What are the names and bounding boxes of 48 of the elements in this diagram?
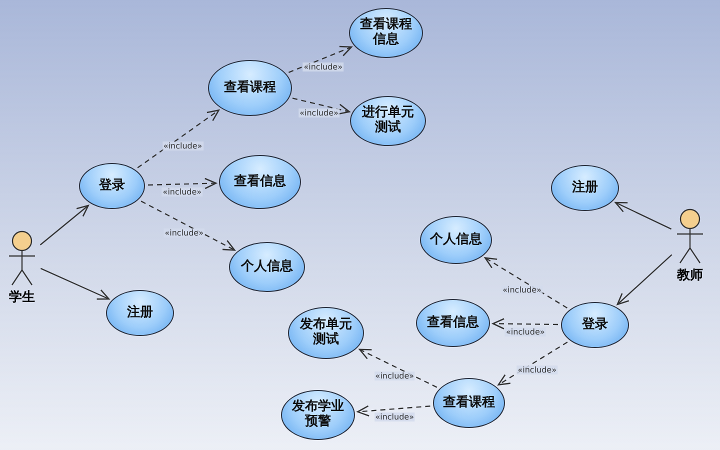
use-case-ellipse [433, 378, 505, 428]
association-arrow [40, 204, 89, 246]
use-case-ellipse [229, 242, 305, 292]
edge-label: «include» [162, 188, 203, 197]
edge-label: «include» [298, 108, 340, 118]
use-case-name: 注册 [572, 180, 598, 196]
use-case-name: 查看课程 [224, 80, 276, 96]
use-case-ellipse [561, 302, 629, 348]
include-arrow [492, 318, 558, 330]
edge-label: «include» [162, 141, 204, 150]
use-case-name: 进行单元测试 [360, 106, 415, 136]
include-arrow [140, 200, 236, 251]
edge-label: «include» [516, 366, 558, 375]
use-case-name: 个人信息 [241, 260, 293, 274]
use-case-ellipse [106, 290, 174, 336]
association-arrow [40, 268, 110, 300]
include-arrow [357, 405, 430, 417]
include-arrow [137, 110, 220, 168]
edge-label: «include» [302, 62, 344, 72]
edge-label: «include» [164, 228, 204, 238]
use-case-name: 查看课程信息 [359, 18, 413, 48]
association-arrow [616, 254, 672, 306]
use-case-ellipse [288, 307, 364, 359]
include-arrow [148, 178, 217, 190]
use-case-name: 注册 [127, 306, 153, 320]
use-case-ellipse [349, 8, 423, 58]
use-case-name: 个人信息 [430, 232, 482, 248]
use-case-name: 登录 [99, 178, 125, 194]
actor-name: 学生 [8, 289, 36, 306]
include-arrow [358, 348, 438, 388]
association-arrow [614, 202, 672, 230]
use-case-name: 发布学业预警 [290, 400, 345, 430]
use-case-name: 发布单元测试 [298, 318, 353, 348]
include-arrow [292, 98, 350, 115]
use-case-name: 查看信息 [427, 316, 479, 330]
use-case-name: 查看课程 [443, 396, 495, 410]
use-case-ellipse [551, 165, 619, 211]
edge-label: «include» [505, 328, 546, 336]
use-case-ellipse [420, 216, 492, 264]
actor-name: 教师 [676, 267, 704, 284]
edge-label: «include» [374, 371, 416, 380]
use-case-name: 登录 [582, 318, 608, 332]
edge-label: «include» [502, 285, 542, 294]
edge-label: «include» [374, 412, 415, 422]
include-arrow [288, 46, 352, 73]
use-case-name: 查看信息 [234, 174, 286, 190]
use-case-ellipse [79, 163, 145, 209]
include-arrow [484, 257, 568, 309]
